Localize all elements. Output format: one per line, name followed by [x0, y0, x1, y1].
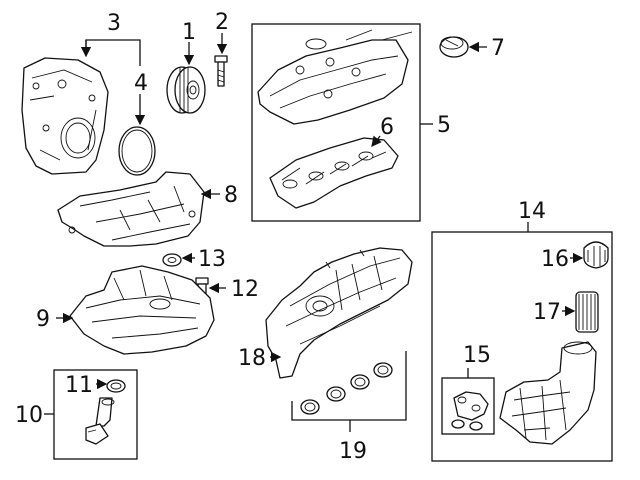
callout-16: 16 — [541, 247, 569, 272]
housing-gasket-set — [451, 391, 489, 431]
callout-17: 17 — [533, 300, 561, 325]
oil-filler-cap — [439, 36, 469, 58]
oil-filter-housing-group-box — [431, 231, 613, 462]
damper-bolt — [214, 55, 228, 87]
vibration-damper — [166, 66, 206, 114]
callout-5: 5 — [437, 113, 451, 138]
callout-1: 1 — [182, 20, 196, 45]
callout-18: 18 — [238, 346, 266, 371]
drain-plug-washer — [162, 253, 182, 267]
lower-oil-pan — [69, 265, 215, 355]
valve-cover-group-box — [251, 23, 421, 222]
timing-cover — [21, 57, 109, 175]
callout-labels: 1 2 3 4 5 6 7 8 9 10 11 12 13 14 15 16 1… — [15, 10, 569, 464]
callout-2: 2 — [215, 10, 229, 35]
oil-filter-cap — [583, 241, 609, 269]
valve-cover-gasket — [269, 137, 399, 209]
callout-11: 11 — [65, 373, 93, 398]
callout-8: 8 — [224, 183, 238, 208]
oil-level-sensor — [85, 397, 115, 445]
intake-manifold — [265, 247, 413, 379]
callout-19: 19 — [339, 439, 367, 464]
callout-9: 9 — [36, 307, 50, 332]
oil-filter-housing — [499, 341, 597, 445]
intake-gaskets — [300, 362, 393, 415]
leader-lines — [44, 33, 584, 432]
callout-4: 4 — [134, 71, 148, 96]
front-seal-ring — [118, 126, 156, 176]
callout-15: 15 — [463, 343, 491, 368]
callout-12: 12 — [231, 277, 259, 302]
callout-13: 13 — [198, 247, 226, 272]
upper-oil-pan — [57, 171, 205, 247]
callout-6: 6 — [380, 115, 394, 140]
callout-14: 14 — [518, 199, 546, 224]
valve-cover — [257, 29, 413, 125]
sensor-o-ring — [106, 379, 126, 393]
callout-3: 3 — [107, 11, 121, 36]
intake-gasket-bracket — [291, 351, 407, 421]
callout-10: 10 — [15, 403, 43, 428]
callout-7: 7 — [491, 36, 505, 61]
oil-filter-element — [575, 291, 599, 333]
